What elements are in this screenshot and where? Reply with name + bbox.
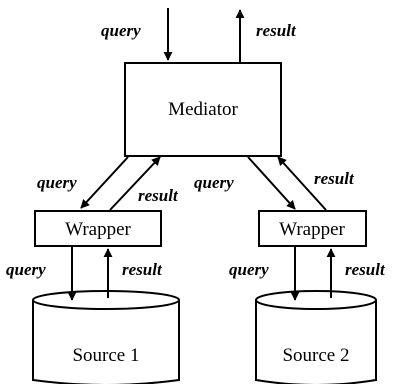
mid-right-result-arrow (277, 156, 327, 211)
bottom-left-query-label: query (6, 260, 46, 279)
mid-left-query-arrow (80, 156, 129, 209)
mid-right-query-arrow (247, 156, 296, 210)
wrapper-right-box (258, 210, 367, 247)
source2-label: Source 2 (282, 345, 349, 366)
wrapper-right-label: Wrapper (279, 219, 345, 240)
mid-left-result-arrow (109, 156, 161, 211)
source2-cylinder (255, 290, 377, 384)
mid-right-query-label: query (194, 173, 234, 192)
bottom-left-result-label: result (122, 260, 163, 279)
mid-left-query-label: query (37, 173, 77, 192)
bottom-right-query-label: query (229, 260, 269, 279)
mid-right-result-label: result (314, 169, 355, 188)
mid-left-result-label: result (138, 186, 179, 205)
source1-cylinder (32, 290, 180, 384)
source1-label: Source 1 (72, 345, 139, 366)
top-query-label: query (101, 21, 141, 40)
top-result-label: result (256, 21, 297, 40)
wrapper-left-box (34, 210, 162, 247)
wrapper-left-label: Wrapper (65, 219, 131, 240)
bottom-right-result-label: result (345, 260, 386, 279)
mediator-box (124, 62, 282, 157)
mediator-label: Mediator (168, 99, 238, 120)
